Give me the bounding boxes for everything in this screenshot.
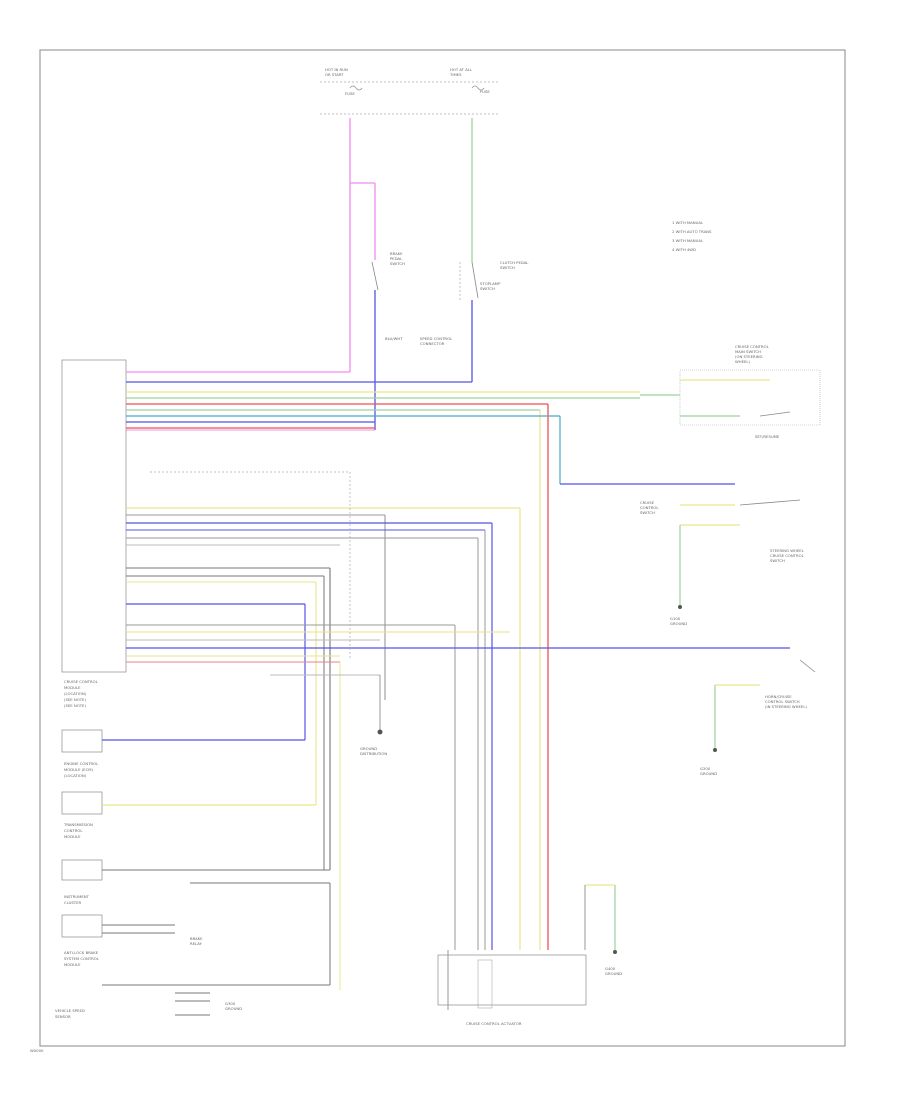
vss-label-1: VEHICLE SPEED	[55, 1008, 85, 1013]
ground-right1-label-1: G100	[670, 616, 681, 621]
cruise-module-box	[61, 359, 127, 673]
multifunction-label-3: SWITCH	[640, 510, 655, 515]
brake-switch-label-2: PEDAL	[390, 256, 403, 261]
fuse-right-label-1: HOT AT ALL	[450, 67, 473, 72]
note-1: 1 WITH MANUAL	[672, 220, 704, 225]
brake-relay-label-2: RELAY	[190, 941, 203, 946]
steering-wheel-label-2: CRUISE CONTROL	[770, 553, 805, 558]
fuse-right-label-3: FUSE	[480, 89, 490, 94]
brake-switch-label-1: BRAKE	[390, 251, 403, 256]
brake-switch-label-3: SWITCH	[390, 261, 405, 266]
main-switch-label-1: CRUISE CONTROL	[735, 344, 770, 349]
ground-lower-label-2: GROUND	[225, 1006, 242, 1011]
right-components: CRUISE CONTROL MAIN SWITCH (ON STEERING …	[640, 344, 821, 776]
fuse-left-label-3: FUSE	[345, 91, 355, 96]
main-switch-label-3: (ON STEERING	[735, 354, 763, 359]
note-2: 2 WITH AUTO TRANS	[672, 229, 712, 234]
module-label-5: (SEE NOTE)	[64, 703, 86, 708]
ground-act-label-1: G400	[605, 966, 616, 971]
multifunction-label-2: CONTROL	[640, 505, 659, 510]
engine-ecu-label-3: (LOCATION)	[64, 773, 87, 778]
module-label-1: CRUISE CONTROL	[64, 679, 99, 684]
actuator-box	[437, 954, 587, 1006]
abs-label-1: ANTI-LOCK BRAKE	[64, 950, 99, 955]
ground-act-label-2: GROUND	[605, 971, 622, 976]
steering-wheel-label-3: SWITCH	[770, 558, 785, 563]
module-label-2: MODULE	[64, 685, 81, 690]
speed-ctrl-label-1: SPEED CONTROL	[420, 336, 453, 341]
notes-block: 1 WITH MANUAL 2 WITH AUTO TRANS 3 WITH M…	[672, 220, 712, 252]
multiswitch-label-3: (IN STEERING WHEEL)	[765, 704, 807, 709]
note-4: 4 WITH 4WD	[672, 247, 696, 252]
ground-mid-label-2: DISTRIBUTION	[360, 751, 387, 756]
steering-wheel-label-1: STEERING WHEEL	[770, 548, 805, 553]
footer-code: W0000	[30, 1048, 44, 1053]
engine-ecu-label-2: MODULE (ECM)	[64, 767, 93, 772]
vss-label-2: SENSOR	[55, 1014, 71, 1019]
transmission-label-3: MODULE	[64, 834, 81, 839]
ground-right2-label-2: GROUND	[700, 771, 717, 776]
brake-relay-label-1: BRAKE	[190, 936, 203, 941]
clutch-label-2: SWITCH	[500, 265, 515, 270]
abs-label-2: SYSTEM CONTROL	[64, 956, 100, 961]
multiswitch-label-1: HORN/CRUISE	[765, 694, 792, 699]
module-label-4: (SEE NOTE)	[64, 697, 86, 702]
instrument-label-1: INSTRUMENT	[64, 894, 90, 899]
note-3: 3 WITH MANUAL	[672, 238, 704, 243]
stoplamp-label-2: SWITCH	[480, 286, 495, 291]
wire-code-blu: BLU/WHT	[385, 336, 403, 341]
ground-mid-label-1: GROUND	[360, 746, 377, 751]
transmission-label-1: TRANSMISSION	[63, 822, 93, 827]
fuse-right-label-2: TIMES	[449, 72, 462, 77]
fuse-left-label-1: HOT IN RUN	[325, 67, 348, 72]
transmission-label-2: CONTROL	[64, 828, 83, 833]
ground-right1-label-2: GROUND	[670, 621, 687, 626]
multiswitch-label-2: CONTROL SWITCH	[765, 699, 800, 704]
multifunction-label-1: CRUISE	[640, 500, 655, 505]
actuator-label: CRUISE CONTROL ACTUATOR	[466, 1021, 522, 1026]
abs-label-3: MODULE	[64, 962, 81, 967]
set-resume-label: SET/RESUME	[755, 434, 780, 439]
ground-right2-label-1: G200	[700, 766, 711, 771]
ground-mid: GROUND DISTRIBUTION	[270, 674, 387, 756]
stoplamp-label-1: STOPLAMP	[480, 281, 501, 286]
module-wires	[126, 371, 735, 990]
instrument-label-2: CLUSTER	[64, 900, 81, 905]
main-switch-label-4: WHEEL)	[735, 359, 751, 364]
lower-components: ENGINE CONTROL MODULE (ECM) (LOCATION) T…	[55, 729, 331, 1019]
engine-ecu-label-1: ENGINE CONTROL	[64, 761, 99, 766]
main-switch-label-2: MAIN SWITCH	[735, 349, 761, 354]
ground-lower-label-1: G300	[225, 1001, 236, 1006]
fuse-left-label-2: OR START	[325, 72, 344, 77]
top-wires	[349, 118, 479, 430]
speed-ctrl-label-2: CONNECTOR	[420, 341, 445, 346]
actuator-block: G400 GROUND CRUISE CONTROL ACTUATOR	[437, 884, 622, 1026]
diagram-frame	[39, 49, 846, 1047]
clutch-label-1: CLUTCH PEDAL	[500, 260, 529, 265]
fuse-block: HOT IN RUN OR START FUSE HOT AT ALL TIME…	[320, 67, 500, 115]
module-label-3: (LOCATION)	[64, 691, 87, 696]
